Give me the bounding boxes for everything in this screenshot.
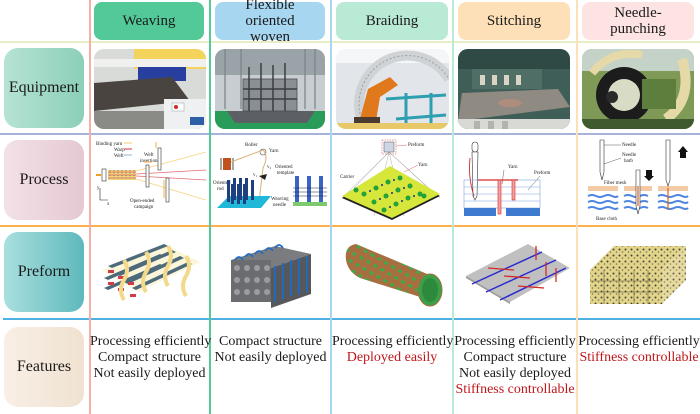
- equipment-row-divider: [0, 133, 700, 135]
- label-weft-insertion-1: Weft: [144, 153, 154, 158]
- label-warp: Warp: [114, 148, 125, 153]
- column-header-needle-punching: Needle-punching: [582, 2, 694, 40]
- feature-item: Not easily deployed: [214, 350, 327, 365]
- column-divider-4: [576, 0, 578, 414]
- process-diagram-flexible-oriented-woven: Roller Yarn v₁ v₂ Oriented template Orie…: [213, 138, 327, 222]
- equipment-image-weaving: [94, 49, 206, 129]
- label-needle: Needle: [622, 143, 637, 148]
- feature-item: Processing efficiently: [90, 334, 212, 349]
- label-base-cloth: Base cloth: [596, 217, 617, 222]
- equipment-image-stitching: [458, 49, 570, 129]
- label-yarn: Yarn: [269, 149, 279, 154]
- features-weaving: Processing efficiently Compact structure…: [90, 334, 212, 382]
- label-weaving-needle-1: Weaving: [271, 197, 289, 202]
- column-header-label: Stitching: [486, 13, 542, 29]
- feature-item: Not easily deployed: [93, 366, 206, 381]
- label-weft: Weft: [114, 154, 124, 159]
- preform-image-stitching: [458, 230, 570, 316]
- process-diagram-needle-punching: Needle Needle barb Fiber mesh Base cloth: [580, 138, 698, 222]
- column-divider-1: [209, 0, 211, 414]
- column-header-weaving: Weaving: [94, 2, 204, 40]
- preform-image-braiding: [336, 230, 449, 316]
- equipment-image-needle-punching: [582, 49, 694, 129]
- column-divider-2: [330, 0, 332, 414]
- header-row-divider: [0, 41, 700, 43]
- feature-item: Not easily deployed: [459, 366, 571, 381]
- equipment-image-flexible-oriented-woven: [215, 49, 325, 129]
- column-divider-0: [89, 0, 91, 414]
- feature-item: Processing efficiently: [578, 334, 700, 349]
- label-oriented-template-1: Oriented: [275, 165, 293, 170]
- row-header-equipment: Equipment: [4, 48, 84, 128]
- label-needle-barb-2: barb: [624, 159, 633, 164]
- preform-image-weaving: [94, 230, 206, 316]
- preform-image-flexible-oriented-woven: [215, 230, 325, 316]
- process-row-divider: [0, 225, 700, 227]
- label-yarn: Yarn: [418, 163, 428, 168]
- label-weft-insertion-2: insertion: [140, 159, 158, 164]
- equipment-image-braiding: [336, 49, 449, 129]
- process-diagram-stitching: Yarn Preform: [456, 138, 574, 222]
- column-header-label: Needle-punching: [610, 5, 666, 37]
- feature-item-highlight: Stiffness controllable: [455, 382, 575, 397]
- features-flexible-oriented-woven: Compact structure Not easily deployed: [211, 334, 330, 366]
- column-divider-3: [452, 0, 454, 414]
- label-v1: v₁: [253, 173, 258, 178]
- feature-item-highlight: Deployed easily: [346, 350, 438, 365]
- label-carrier: Carrier: [340, 175, 354, 180]
- process-diagram-braiding: Preform Yarn Carrier: [334, 138, 450, 222]
- label-open-ended-1: Open-ended: [130, 199, 155, 204]
- column-header-flexible-oriented-woven: Flexible oriented woven: [215, 0, 325, 45]
- label-roller: Roller: [245, 143, 258, 148]
- row-header-preform: Preform: [4, 232, 84, 312]
- row-header-features: Features: [4, 327, 84, 407]
- label-oriented-template-2: template: [277, 171, 295, 176]
- feature-item: Compact structure: [463, 350, 567, 365]
- row-header-label: Features: [16, 358, 72, 375]
- column-header-label: Flexible oriented woven: [245, 0, 295, 45]
- column-header-braiding: Braiding: [336, 2, 448, 40]
- feature-item: Compact structure: [218, 334, 323, 349]
- column-header-label: Braiding: [365, 13, 419, 29]
- label-yarn: Yarn: [508, 165, 518, 170]
- feature-item: Processing efficiently: [332, 334, 454, 349]
- preform-image-needle-punching: [582, 230, 694, 316]
- label-open-ended-2: campaign: [134, 205, 154, 210]
- feature-item-highlight: Stiffness controllable: [579, 350, 699, 365]
- label-binding-yarn: Binding yarn: [96, 142, 123, 147]
- row-header-label: Equipment: [8, 79, 80, 96]
- label-weaving-needle-2: needle: [273, 203, 287, 208]
- label-axis-y: y: [97, 186, 100, 191]
- label-v2: v₂: [267, 165, 272, 170]
- preform-row-divider: [3, 318, 700, 320]
- row-header-process: Process: [4, 140, 84, 220]
- label-preform: Preform: [408, 143, 424, 148]
- feature-item: Compact structure: [97, 350, 202, 365]
- label-fiber-mesh: Fiber mesh: [604, 181, 627, 186]
- features-needle-punching: Processing efficiently Stiffness control…: [578, 334, 700, 366]
- features-stitching: Processing efficiently Compact structure…: [454, 334, 576, 398]
- row-header-label: Preform: [17, 263, 71, 280]
- label-preform: Preform: [534, 171, 550, 176]
- column-header-label: Weaving: [122, 13, 176, 29]
- label-oriented-rod-2: rod: [217, 187, 224, 192]
- feature-item: Processing efficiently: [454, 334, 576, 349]
- row-header-label: Process: [19, 171, 69, 188]
- column-header-stitching: Stitching: [458, 2, 570, 40]
- features-braiding: Processing efficiently Deployed easily: [332, 334, 454, 366]
- process-diagram-weaving: Binding yarn Warp Weft Weft insertion: [94, 138, 206, 222]
- label-axis-x: x: [107, 202, 110, 207]
- label-oriented-rod-1: Oriented: [213, 181, 231, 186]
- label-needle-barb-1: Needle: [622, 153, 637, 158]
